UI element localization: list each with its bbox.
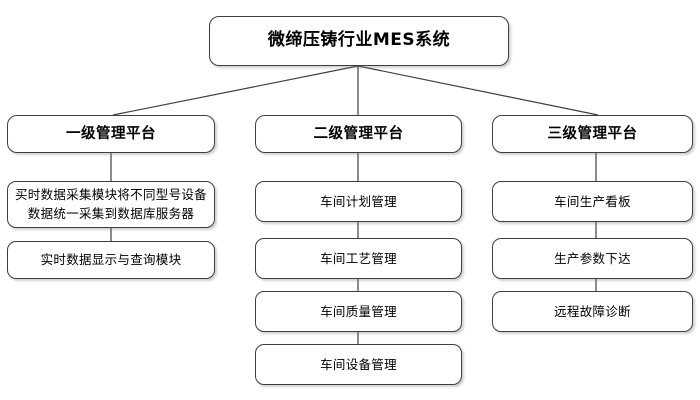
node-label: 二级管理平台 <box>313 125 404 142</box>
node-label: 实时数据显示与查询模块 <box>40 252 182 268</box>
node-col3-item-1[interactable]: 车间生产看板 <box>492 181 693 222</box>
node-col1-item-1[interactable]: 买时数据采集模块将不同型号设备数据统一采集到数据库服务器 <box>7 181 215 228</box>
node-col2-item-4[interactable]: 车间设备管理 <box>255 344 462 385</box>
node-col3-item-3[interactable]: 远程故障诊断 <box>492 291 693 332</box>
node-label: 车间工艺管理 <box>320 250 397 266</box>
node-label: 买时数据采集模块将不同型号设备数据统一采集到数据库服务器 <box>14 187 207 221</box>
node-label: 微缔压铸行业MES系统 <box>267 30 451 51</box>
node-col2-item-1[interactable]: 车间计划管理 <box>255 181 462 222</box>
node-col2-item-2[interactable]: 车间工艺管理 <box>255 238 462 279</box>
node-label: 生产参数下达 <box>554 250 631 266</box>
node-col3-item-2[interactable]: 生产参数下达 <box>492 238 693 279</box>
node-label: 车间质量管理 <box>320 303 397 319</box>
node-label: 一级管理平台 <box>66 125 156 142</box>
node-platform-level-1[interactable]: 一级管理平台 <box>7 115 215 153</box>
node-col1-item-2[interactable]: 实时数据显示与查询模块 <box>7 241 215 279</box>
node-platform-level-3[interactable]: 三级管理平台 <box>492 115 693 153</box>
connector-root-to-level3 <box>357 65 599 116</box>
node-col2-item-3[interactable]: 车间质量管理 <box>255 291 462 332</box>
node-label: 远程故障诊断 <box>554 303 631 319</box>
node-label: 三级管理平台 <box>547 125 638 142</box>
node-label: 车间计划管理 <box>320 193 397 209</box>
node-platform-level-2[interactable]: 二级管理平台 <box>255 115 462 153</box>
node-label: 车间设备管理 <box>320 356 397 372</box>
node-mes-system-root[interactable]: 微缔压铸行业MES系统 <box>209 16 509 66</box>
node-label: 车间生产看板 <box>554 193 631 209</box>
connector-root-to-level1 <box>112 65 359 116</box>
